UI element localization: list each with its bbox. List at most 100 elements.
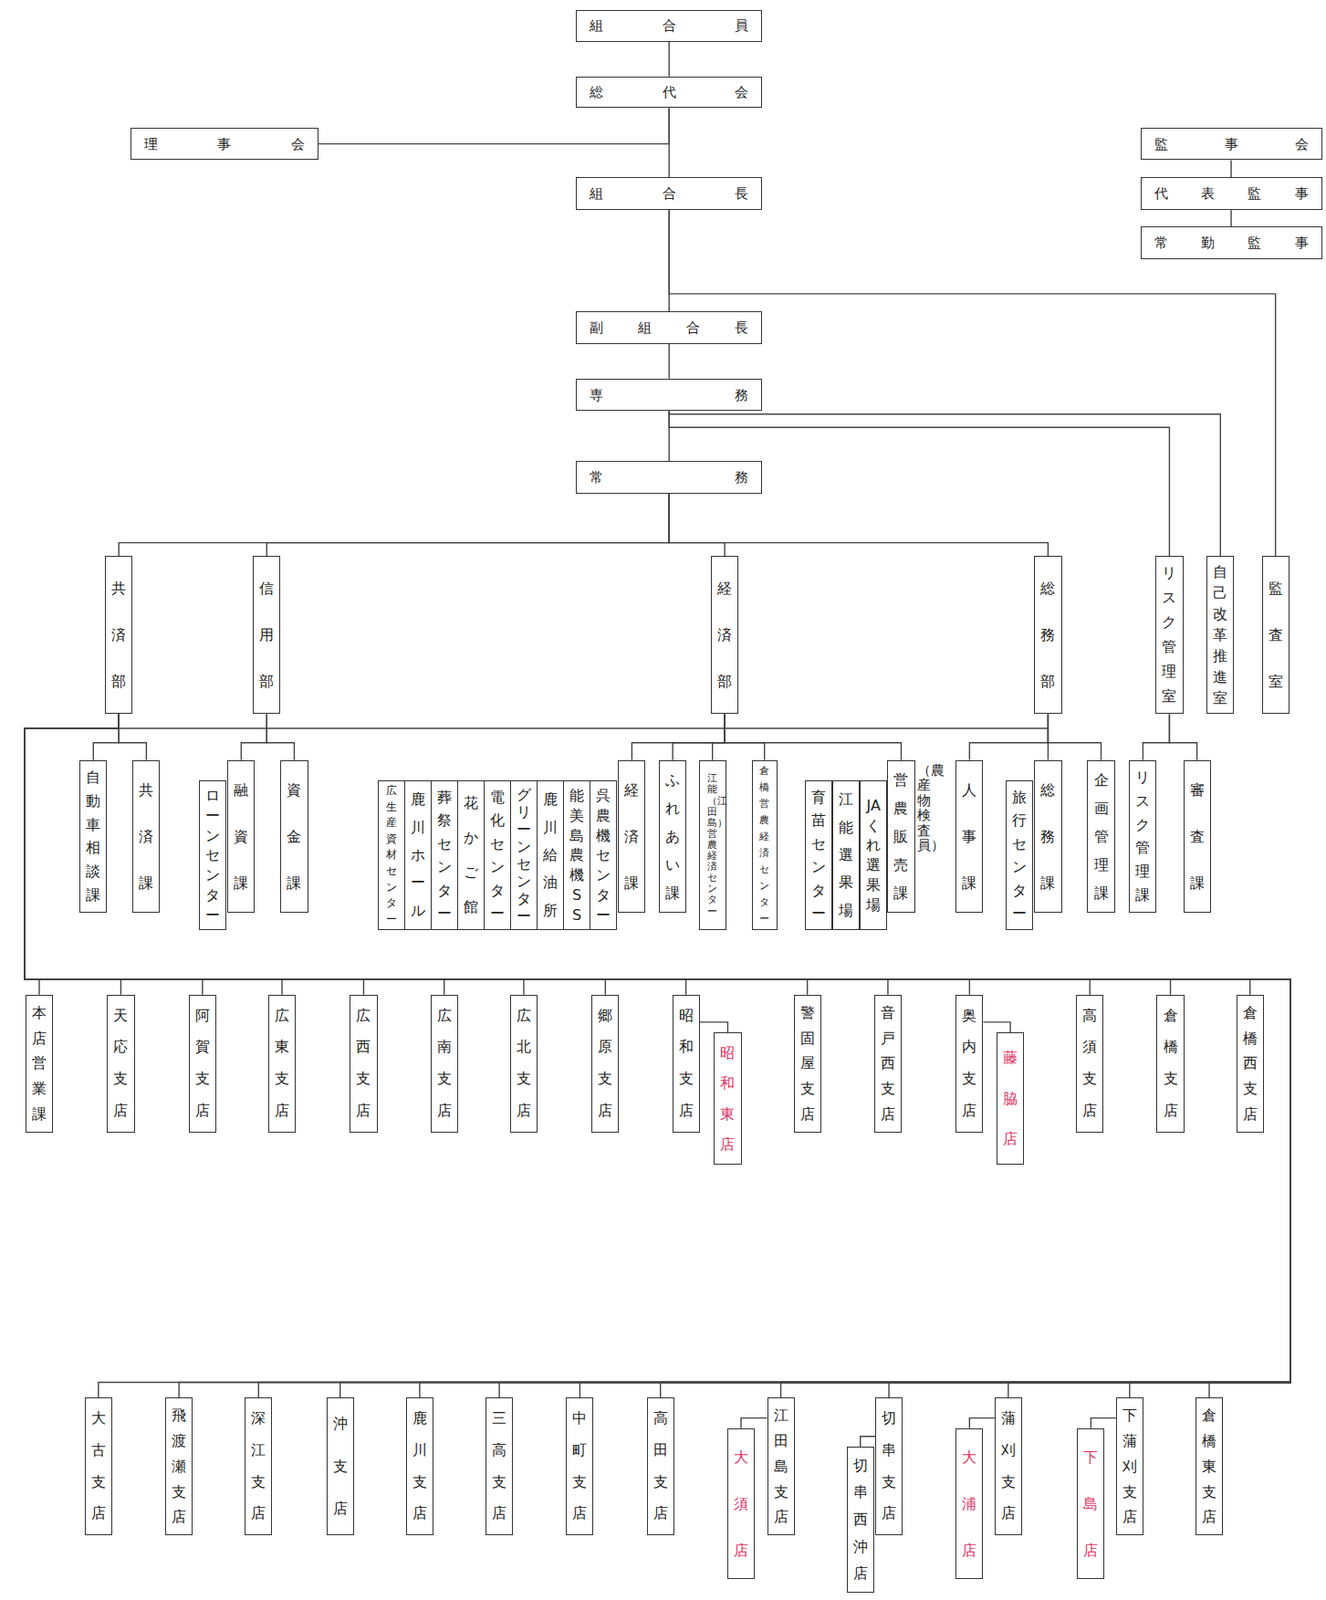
org-box: 下島店 [1076, 1428, 1105, 1579]
unit-name: 江能選果場 [838, 785, 854, 925]
connector-line [266, 493, 669, 556]
connector-line [24, 713, 1291, 1398]
org-box: 理事会 [130, 127, 319, 161]
connector-line [668, 493, 725, 556]
connector-line [24, 713, 1291, 1398]
unit-name: 代表監事 [1141, 185, 1322, 202]
unit-name: 大古支店 [91, 1402, 106, 1530]
connector-line [24, 713, 1291, 1398]
connector-line [93, 713, 119, 760]
connector-line [240, 713, 267, 760]
unit-name: 倉橋東支店 [1201, 1402, 1217, 1530]
org-box: リスク管理課 [1128, 760, 1157, 914]
unit-name: 能美島農機SS [569, 785, 585, 925]
org-box: 経済課 [617, 760, 646, 914]
unit-name: 常務 [576, 469, 761, 486]
unit-name: 鹿川ホール [410, 785, 426, 925]
unit-name: 花かご館 [463, 785, 479, 925]
connector-line [24, 713, 971, 994]
org-box: 切串西沖店 [846, 1446, 875, 1593]
org-box: 組合員 [575, 10, 762, 42]
org-box: 組合長 [575, 177, 762, 210]
unit-name: 審査課 [1190, 766, 1205, 908]
connector-line [668, 41, 669, 77]
org-box: 能美島農機SS [563, 780, 591, 930]
org-box: 倉橋営農経済センター [751, 760, 778, 931]
unit-name: 監事会 [1141, 135, 1322, 153]
org-box: 総代会 [575, 76, 762, 109]
org-box: 花かご館 [457, 780, 485, 930]
org-box: 警固屋支店 [793, 994, 822, 1133]
connector-line [118, 493, 669, 556]
org-box: 育苗センター [804, 780, 833, 930]
org-box: 昭和東店 [713, 1032, 742, 1165]
org-box: 副組合長 [575, 311, 762, 345]
unit-name: 組合員 [576, 17, 761, 34]
connector-line [24, 713, 365, 994]
unit-name: 監査室 [1268, 564, 1284, 706]
org-box: 総務部 [1033, 555, 1062, 714]
unit-name: 切串支店 [881, 1402, 897, 1530]
org-box: 江田島支店 [767, 1397, 795, 1535]
connector-line [24, 713, 1291, 1398]
unit-name: リスク管理課 [1135, 765, 1150, 909]
org-box: 深江支店 [244, 1397, 272, 1535]
org-box: 鹿川ホール [404, 780, 432, 930]
unit-name: 昭和支店 [678, 1000, 694, 1128]
org-box: 鹿川支店 [406, 1397, 434, 1535]
unit-name: JAくれ選果場 [866, 795, 881, 916]
unit-name: 沖支店 [333, 1402, 348, 1530]
connector-line [24, 713, 203, 994]
connector-line [1169, 713, 1197, 760]
unit-name: 育苗センター [811, 785, 826, 925]
connector-line [24, 713, 524, 994]
unit-name: 江田島支店 [773, 1402, 789, 1530]
connector-line [969, 713, 1048, 760]
unit-name: 本店営業課 [31, 1000, 47, 1128]
connector-line [24, 713, 1291, 1398]
unit-name: 常勤監事 [1141, 234, 1322, 251]
unit-name: 組合長 [576, 185, 761, 202]
org-box: リスク管理室 [1155, 555, 1183, 714]
unit-name: 下島店 [1083, 1433, 1098, 1574]
org-box: 自動車相談課 [79, 760, 107, 914]
connector-line [668, 410, 669, 461]
org-box: 人事課 [955, 760, 983, 914]
unit-name: 切串西沖店 [853, 1451, 868, 1588]
connector-line [24, 713, 1291, 1398]
connector-line [24, 713, 687, 994]
org-box: 音戸西支店 [874, 994, 902, 1133]
org-box: 蒲刈支店 [994, 1397, 1023, 1535]
org-box: 共済課 [132, 760, 160, 914]
connector-line [699, 1022, 729, 1033]
unit-name: 旅行センター [1012, 785, 1027, 925]
org-box: 鹿川給油所 [536, 780, 564, 930]
connector-line [1142, 713, 1170, 760]
connector-line [668, 493, 1048, 556]
org-box: 大浦店 [955, 1428, 983, 1579]
connector-line [24, 713, 1291, 1398]
unit-name: グリーンセンター [516, 785, 532, 925]
org-box: 倉橋西支店 [1236, 994, 1264, 1133]
org-box: 総務課 [1033, 760, 1062, 914]
org-box: 天応支店 [106, 994, 135, 1133]
connector-line [24, 713, 119, 994]
note-text: （農産物検査員） [917, 762, 931, 854]
unit-name: 大須店 [733, 1433, 749, 1574]
unit-name: 三高支店 [491, 1402, 507, 1530]
connector-line [668, 344, 669, 379]
org-box: ローンセンター [198, 780, 227, 930]
connector-line [24, 713, 606, 994]
unit-name: 総務課 [1040, 766, 1055, 908]
connector-line [24, 713, 1291, 1398]
connector-line [24, 713, 1251, 994]
org-box: 融資課 [227, 760, 255, 914]
connector-line [969, 1418, 994, 1429]
unit-name: 鹿川給油所 [542, 785, 558, 925]
connector-line [24, 713, 1291, 1398]
connector-line [672, 713, 725, 760]
org-box: 郷原支店 [591, 994, 619, 1133]
org-box: 営農販売課（農産物検査員） [887, 760, 915, 914]
connector-line [24, 713, 445, 994]
org-box: ふれあい課 [658, 760, 687, 914]
